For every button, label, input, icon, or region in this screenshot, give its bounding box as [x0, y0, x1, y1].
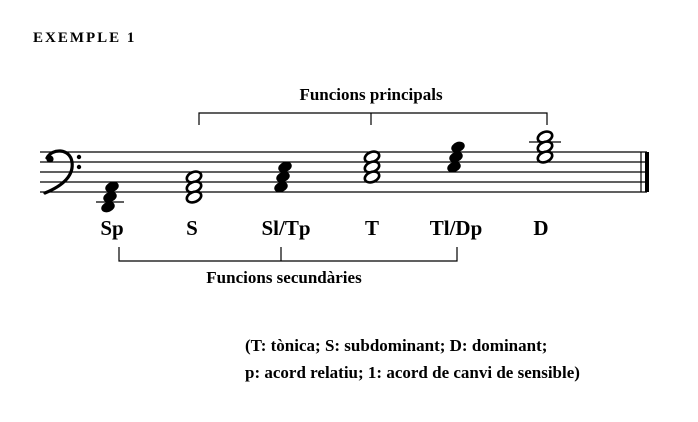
filled-notehead — [451, 141, 465, 153]
chord-4 — [363, 150, 381, 184]
filled-notehead — [276, 171, 290, 183]
chord-label: Sl/Tp — [261, 216, 310, 240]
legend-line-2: p: acord relatiu; 1: acord de canvi de s… — [245, 363, 580, 382]
final-barline — [640, 152, 649, 192]
legend-line-1: (T: tònica; S: subdominant; D: dominant; — [245, 336, 548, 355]
chord-label: S — [186, 216, 198, 240]
chord-1 — [96, 181, 124, 213]
open-notehead — [363, 170, 381, 184]
filled-notehead — [449, 151, 463, 163]
chord-label: Sp — [100, 216, 123, 240]
top-bracket — [198, 112, 548, 125]
staff — [40, 151, 647, 193]
bass-clef-icon — [43, 149, 82, 195]
chord-label: Tl/Dp — [430, 216, 483, 240]
chord-2 — [185, 170, 203, 204]
bottom-bracket-label: Funcions secundàries — [206, 268, 362, 287]
legend: (T: tònica; S: subdominant; D: dominant;… — [245, 332, 580, 386]
filled-notehead — [103, 191, 117, 203]
filled-notehead — [105, 181, 119, 193]
bottom-bracket — [118, 247, 458, 262]
filled-notehead — [101, 201, 115, 213]
chord-5 — [447, 141, 465, 173]
chord-3 — [274, 161, 292, 193]
top-bracket-label: Funcions principals — [299, 85, 443, 104]
chord-label: D — [533, 216, 548, 240]
filled-notehead — [278, 161, 292, 173]
filled-notehead — [447, 161, 461, 173]
example-label: EXEMPLE 1 — [33, 30, 137, 46]
open-notehead — [536, 150, 554, 164]
filled-notehead — [274, 181, 288, 193]
chord-6 — [529, 130, 561, 164]
chord-notes — [96, 130, 561, 213]
chord-labels: Sp S Sl/Tp T Tl/Dp D — [100, 216, 548, 240]
chord-label: T — [365, 216, 379, 240]
open-notehead — [185, 190, 203, 204]
